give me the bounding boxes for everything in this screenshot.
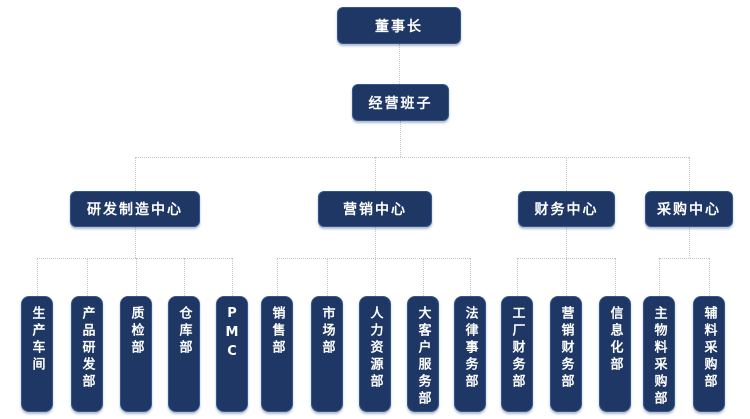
center-label: 研发制造中心 xyxy=(87,202,183,218)
dept-warehouse: 仓库部 xyxy=(168,296,200,412)
connector-drop xyxy=(566,258,567,296)
node-chairman-label: 董事长 xyxy=(375,18,423,35)
dept-label: 销售部 xyxy=(269,306,285,357)
connector-drop xyxy=(375,258,376,296)
connector-drop xyxy=(615,258,616,296)
connector-marketing-stub xyxy=(375,227,376,258)
node-center-rd-manufacturing: 研发制造中心 xyxy=(70,191,200,227)
dept-label: 主物料采购部 xyxy=(651,306,667,408)
dept-factory-finance: 工厂财务部 xyxy=(501,296,533,412)
dept-sales: 销售部 xyxy=(261,296,293,412)
connector-drop xyxy=(136,258,137,296)
dept-human-resources: 人力资源部 xyxy=(359,296,391,412)
connector-drop xyxy=(277,258,278,296)
connector-procurement-bus xyxy=(659,258,709,259)
connector-drop xyxy=(517,258,518,296)
connector-rd-stub xyxy=(135,227,136,258)
connector-drop xyxy=(87,258,88,296)
connector-management-stub xyxy=(400,121,401,157)
connector-root-management xyxy=(399,44,400,84)
dept-label: 工厂财务部 xyxy=(509,306,525,391)
dept-label: 信息化部 xyxy=(607,306,623,374)
node-chairman: 董事长 xyxy=(337,7,461,44)
dept-pmc: PMC xyxy=(216,296,248,412)
center-label: 营销中心 xyxy=(343,202,407,218)
connector-drop xyxy=(470,258,471,296)
dept-product-rd: 产品研发部 xyxy=(71,296,103,412)
center-label: 采购中心 xyxy=(657,202,721,218)
dept-informatization: 信息化部 xyxy=(599,296,631,412)
connector-drop xyxy=(232,258,233,296)
connector-drop xyxy=(37,258,38,296)
dept-label: 法律事务部 xyxy=(462,306,478,391)
node-center-finance: 财务中心 xyxy=(518,191,615,227)
dept-label: 辅料采购部 xyxy=(701,306,717,391)
dept-label: 人力资源部 xyxy=(367,306,383,391)
node-management-team-label: 经营班子 xyxy=(368,95,433,112)
node-management-team: 经营班子 xyxy=(352,84,449,121)
connector-drop-rd-center xyxy=(135,157,136,191)
connector-drop xyxy=(423,258,424,296)
dept-label: 生产车间 xyxy=(29,306,45,374)
dept-label: 质检部 xyxy=(128,306,144,357)
dept-key-account-service: 大客户服务部 xyxy=(407,296,439,412)
dept-label: 大客户服务部 xyxy=(415,306,431,408)
dept-legal-affairs: 法律事务部 xyxy=(454,296,486,412)
node-center-procurement: 采购中心 xyxy=(645,191,733,227)
connector-finance-stub xyxy=(566,227,567,258)
connector-procurement-stub xyxy=(689,227,690,258)
dept-auxiliary-material-procurement: 辅料采购部 xyxy=(693,296,725,412)
connector-main-bus xyxy=(135,157,689,158)
connector-marketing-bus xyxy=(277,258,470,259)
dept-production-workshop: 生产车间 xyxy=(21,296,53,412)
dept-label: 市场部 xyxy=(319,306,335,357)
dept-label: 产品研发部 xyxy=(79,306,95,391)
connector-drop-marketing-center xyxy=(375,157,376,191)
dept-label: 营销财务部 xyxy=(558,306,574,391)
dept-main-material-procurement: 主物料采购部 xyxy=(643,296,675,412)
connector-rd-bus xyxy=(37,258,232,259)
center-label: 财务中心 xyxy=(534,202,599,218)
connector-drop xyxy=(184,258,185,296)
dept-label: PMC xyxy=(224,306,240,363)
connector-drop xyxy=(709,258,710,296)
connector-drop-procurement-center xyxy=(689,157,690,191)
dept-market: 市场部 xyxy=(311,296,343,412)
dept-label: 仓库部 xyxy=(176,306,192,357)
dept-marketing-finance: 营销财务部 xyxy=(550,296,582,412)
connector-drop-finance-center xyxy=(566,157,567,191)
connector-drop xyxy=(327,258,328,296)
node-center-marketing: 营销中心 xyxy=(318,191,432,227)
dept-quality-inspection: 质检部 xyxy=(120,296,152,412)
connector-drop xyxy=(659,258,660,296)
